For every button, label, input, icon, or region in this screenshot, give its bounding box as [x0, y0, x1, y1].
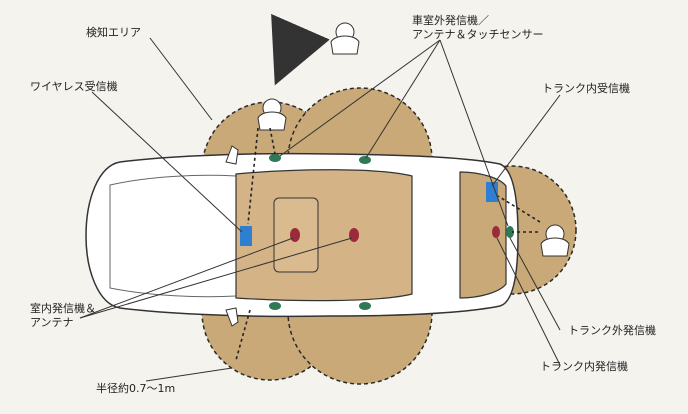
exterior-transmitter-fr-icon: [269, 302, 281, 310]
label-radius: 半径約0.7～1m: [96, 381, 175, 395]
trunk-receiver-icon: [486, 182, 498, 202]
arrow-icon: [271, 13, 330, 86]
left-mirror: [225, 145, 239, 165]
label-trunk-exterior-transmitter: トランク外発信機: [568, 323, 656, 337]
exterior-transmitter-rr-icon: [359, 302, 371, 310]
exterior-transmitter-fl-icon: [269, 154, 281, 162]
exterior-transmitter-rl-icon: [359, 156, 371, 164]
car-top-view: [85, 145, 519, 327]
person-icon-left: [257, 98, 287, 131]
leader-lines: [79, 37, 561, 382]
devices: [240, 154, 514, 310]
label-interior-transmitter-2: アンテナ: [30, 316, 74, 329]
label-interior-transmitter-1: 室内発信機＆: [30, 301, 96, 315]
person-icon-right: [540, 224, 570, 257]
signal-lines: [235, 127, 541, 361]
trunk-exterior-transmitter-icon: [506, 226, 514, 238]
person-icon-top: [330, 22, 360, 55]
label-exterior-transmitter-2: アンテナ＆タッチセンサー: [412, 28, 544, 41]
label-wireless-receiver: ワイヤレス受信機: [30, 79, 118, 93]
right-mirror: [225, 307, 239, 327]
label-exterior-transmitter-1: 車室外発信機／: [412, 13, 489, 27]
label-trunk-receiver: トランク内受信機: [542, 81, 630, 95]
trunk-area: [459, 171, 507, 299]
label-detection-area: 検知エリア: [86, 25, 141, 39]
trunk-interior-transmitter-icon: [492, 226, 500, 238]
interior-transmitter-rear-icon: [349, 228, 359, 242]
cabin: [235, 169, 413, 302]
interior-transmitter-front-icon: [290, 228, 300, 242]
wireless-receiver-icon: [240, 226, 252, 246]
label-trunk-interior-transmitter: トランク内発信機: [540, 359, 628, 373]
